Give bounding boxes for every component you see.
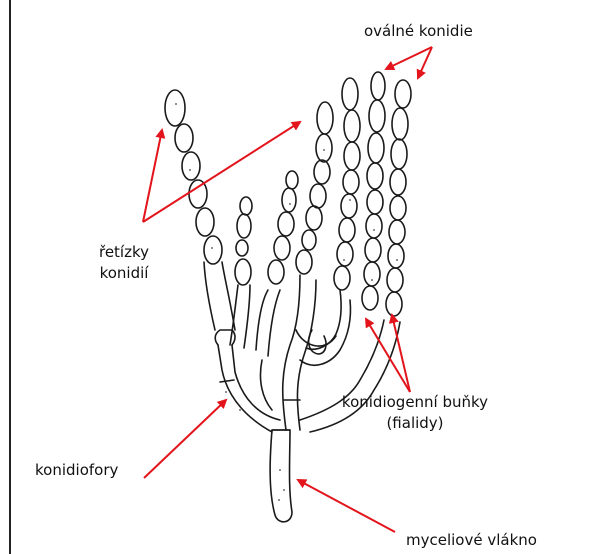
label-conidiogenous-cells-line2: (fialidy) bbox=[330, 413, 500, 433]
conidia-chain-left bbox=[165, 90, 235, 330]
arrow-chains-2 bbox=[143, 122, 300, 222]
conidia-chain-5 bbox=[334, 78, 360, 290]
label-oval-conidia: oválné konidie bbox=[364, 21, 473, 41]
arrow-oval-conidia-1 bbox=[386, 47, 432, 69]
conidia-chain-3 bbox=[256, 171, 298, 410]
arrow-chains-1 bbox=[143, 130, 162, 222]
conidiophore-middle bbox=[283, 275, 316, 430]
arrow-mycelial bbox=[298, 480, 395, 532]
conidia-chain-7 bbox=[386, 80, 411, 316]
conidia-chain-2 bbox=[230, 197, 252, 348]
label-conidia-chains-line1: řetízky bbox=[84, 242, 164, 262]
arrow-conidiophores bbox=[144, 400, 226, 478]
label-mycelial-hypha: myceliové vlákno bbox=[406, 530, 537, 550]
label-conidiogenous-cells-line1: konidiogenní buňky bbox=[330, 392, 500, 412]
label-conidia-chains-line2: konidií bbox=[84, 263, 164, 283]
conidiophore-left bbox=[218, 345, 280, 432]
conidia-chain-6 bbox=[362, 72, 385, 310]
arrow-conidiogenous-2 bbox=[392, 315, 410, 392]
label-conidiophores: konidiofory bbox=[35, 460, 118, 480]
mycelial-hypha bbox=[270, 430, 292, 522]
conidia-chain-4 bbox=[296, 102, 333, 274]
